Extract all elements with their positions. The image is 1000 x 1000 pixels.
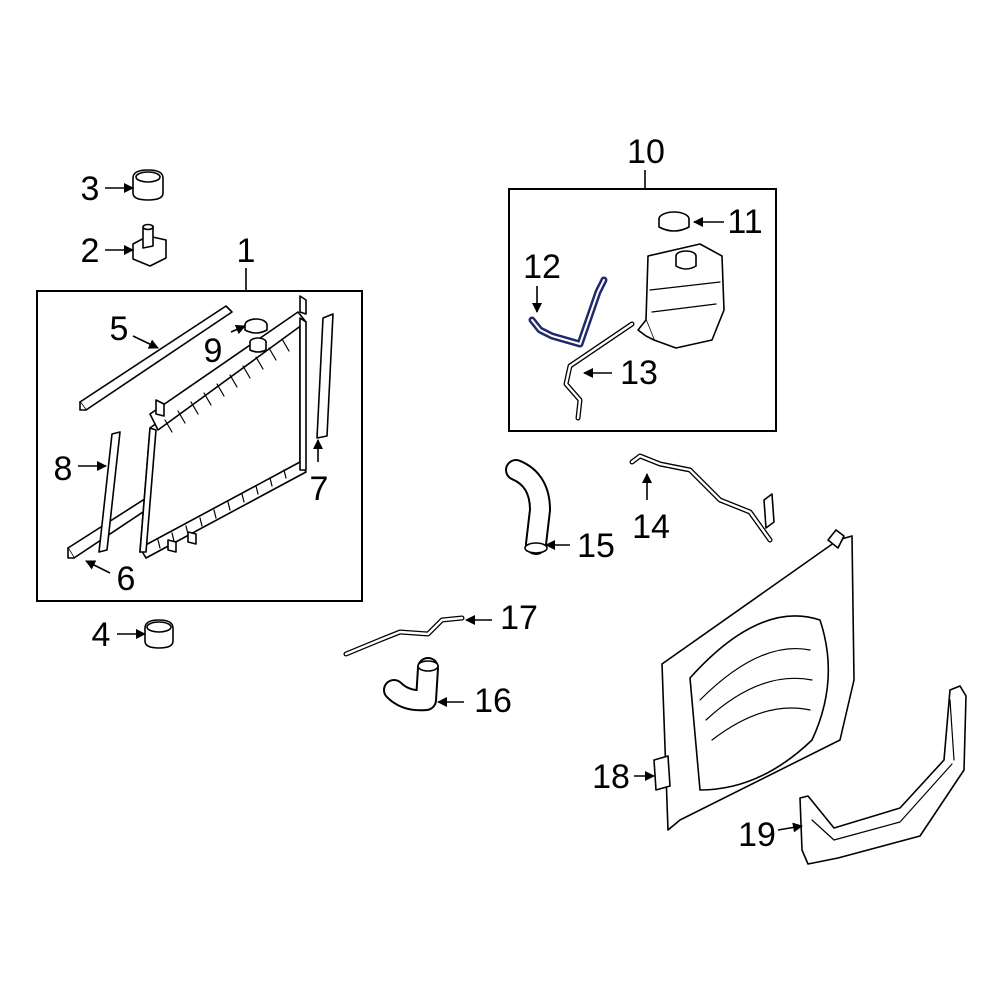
overflow-pipe[interactable] [563, 321, 635, 421]
callout-16: 16 [474, 682, 512, 720]
callout-19-arrow [777, 822, 803, 833]
callout-13: 13 [620, 354, 658, 392]
left-side-seal[interactable] [98, 431, 121, 553]
callout-2: 2 [81, 232, 100, 270]
callout-8: 8 [54, 450, 73, 488]
callout-3: 3 [81, 170, 100, 208]
upper-radiator-hose[interactable] [505, 459, 551, 555]
callout-19: 19 [738, 816, 776, 854]
radiator-cap[interactable] [244, 318, 268, 334]
cooler-line[interactable] [629, 453, 775, 543]
mounting-bracket[interactable] [132, 223, 167, 267]
callout-17: 17 [500, 599, 538, 637]
lower-shroud[interactable] [799, 685, 967, 865]
heater-pipe[interactable] [343, 615, 465, 657]
callout-9: 9 [204, 332, 223, 370]
reservoir-assembly-frame [508, 188, 777, 432]
callout-7: 7 [310, 470, 329, 508]
callout-11: 11 [727, 203, 762, 241]
callout-9-arrow [230, 324, 246, 335]
callout-14: 14 [632, 508, 670, 546]
callout-5-arrow [132, 335, 159, 349]
callout-15: 15 [577, 527, 615, 565]
callout-5: 5 [110, 310, 129, 348]
lower-mount-bushing[interactable] [144, 619, 174, 649]
callout-18: 18 [592, 758, 630, 796]
radiator-assembly-frame [36, 290, 363, 602]
reservoir-cap[interactable] [658, 211, 690, 232]
callout-10: 10 [627, 133, 665, 171]
fan-shroud[interactable] [653, 529, 855, 831]
upper-seal[interactable] [79, 305, 233, 411]
coolant-reservoir[interactable] [637, 243, 725, 349]
callout-4: 4 [92, 616, 111, 654]
right-side-seal[interactable] [316, 313, 334, 439]
callout-1: 1 [237, 232, 256, 270]
lower-radiator-hose[interactable] [383, 657, 439, 712]
upper-mount-bushing[interactable] [132, 169, 164, 201]
callout-6-arrow [85, 560, 111, 574]
callout-12: 12 [523, 248, 561, 286]
reservoir-hose-highlighted[interactable] [528, 276, 608, 348]
callout-6: 6 [117, 560, 136, 598]
radiator[interactable] [139, 295, 307, 559]
